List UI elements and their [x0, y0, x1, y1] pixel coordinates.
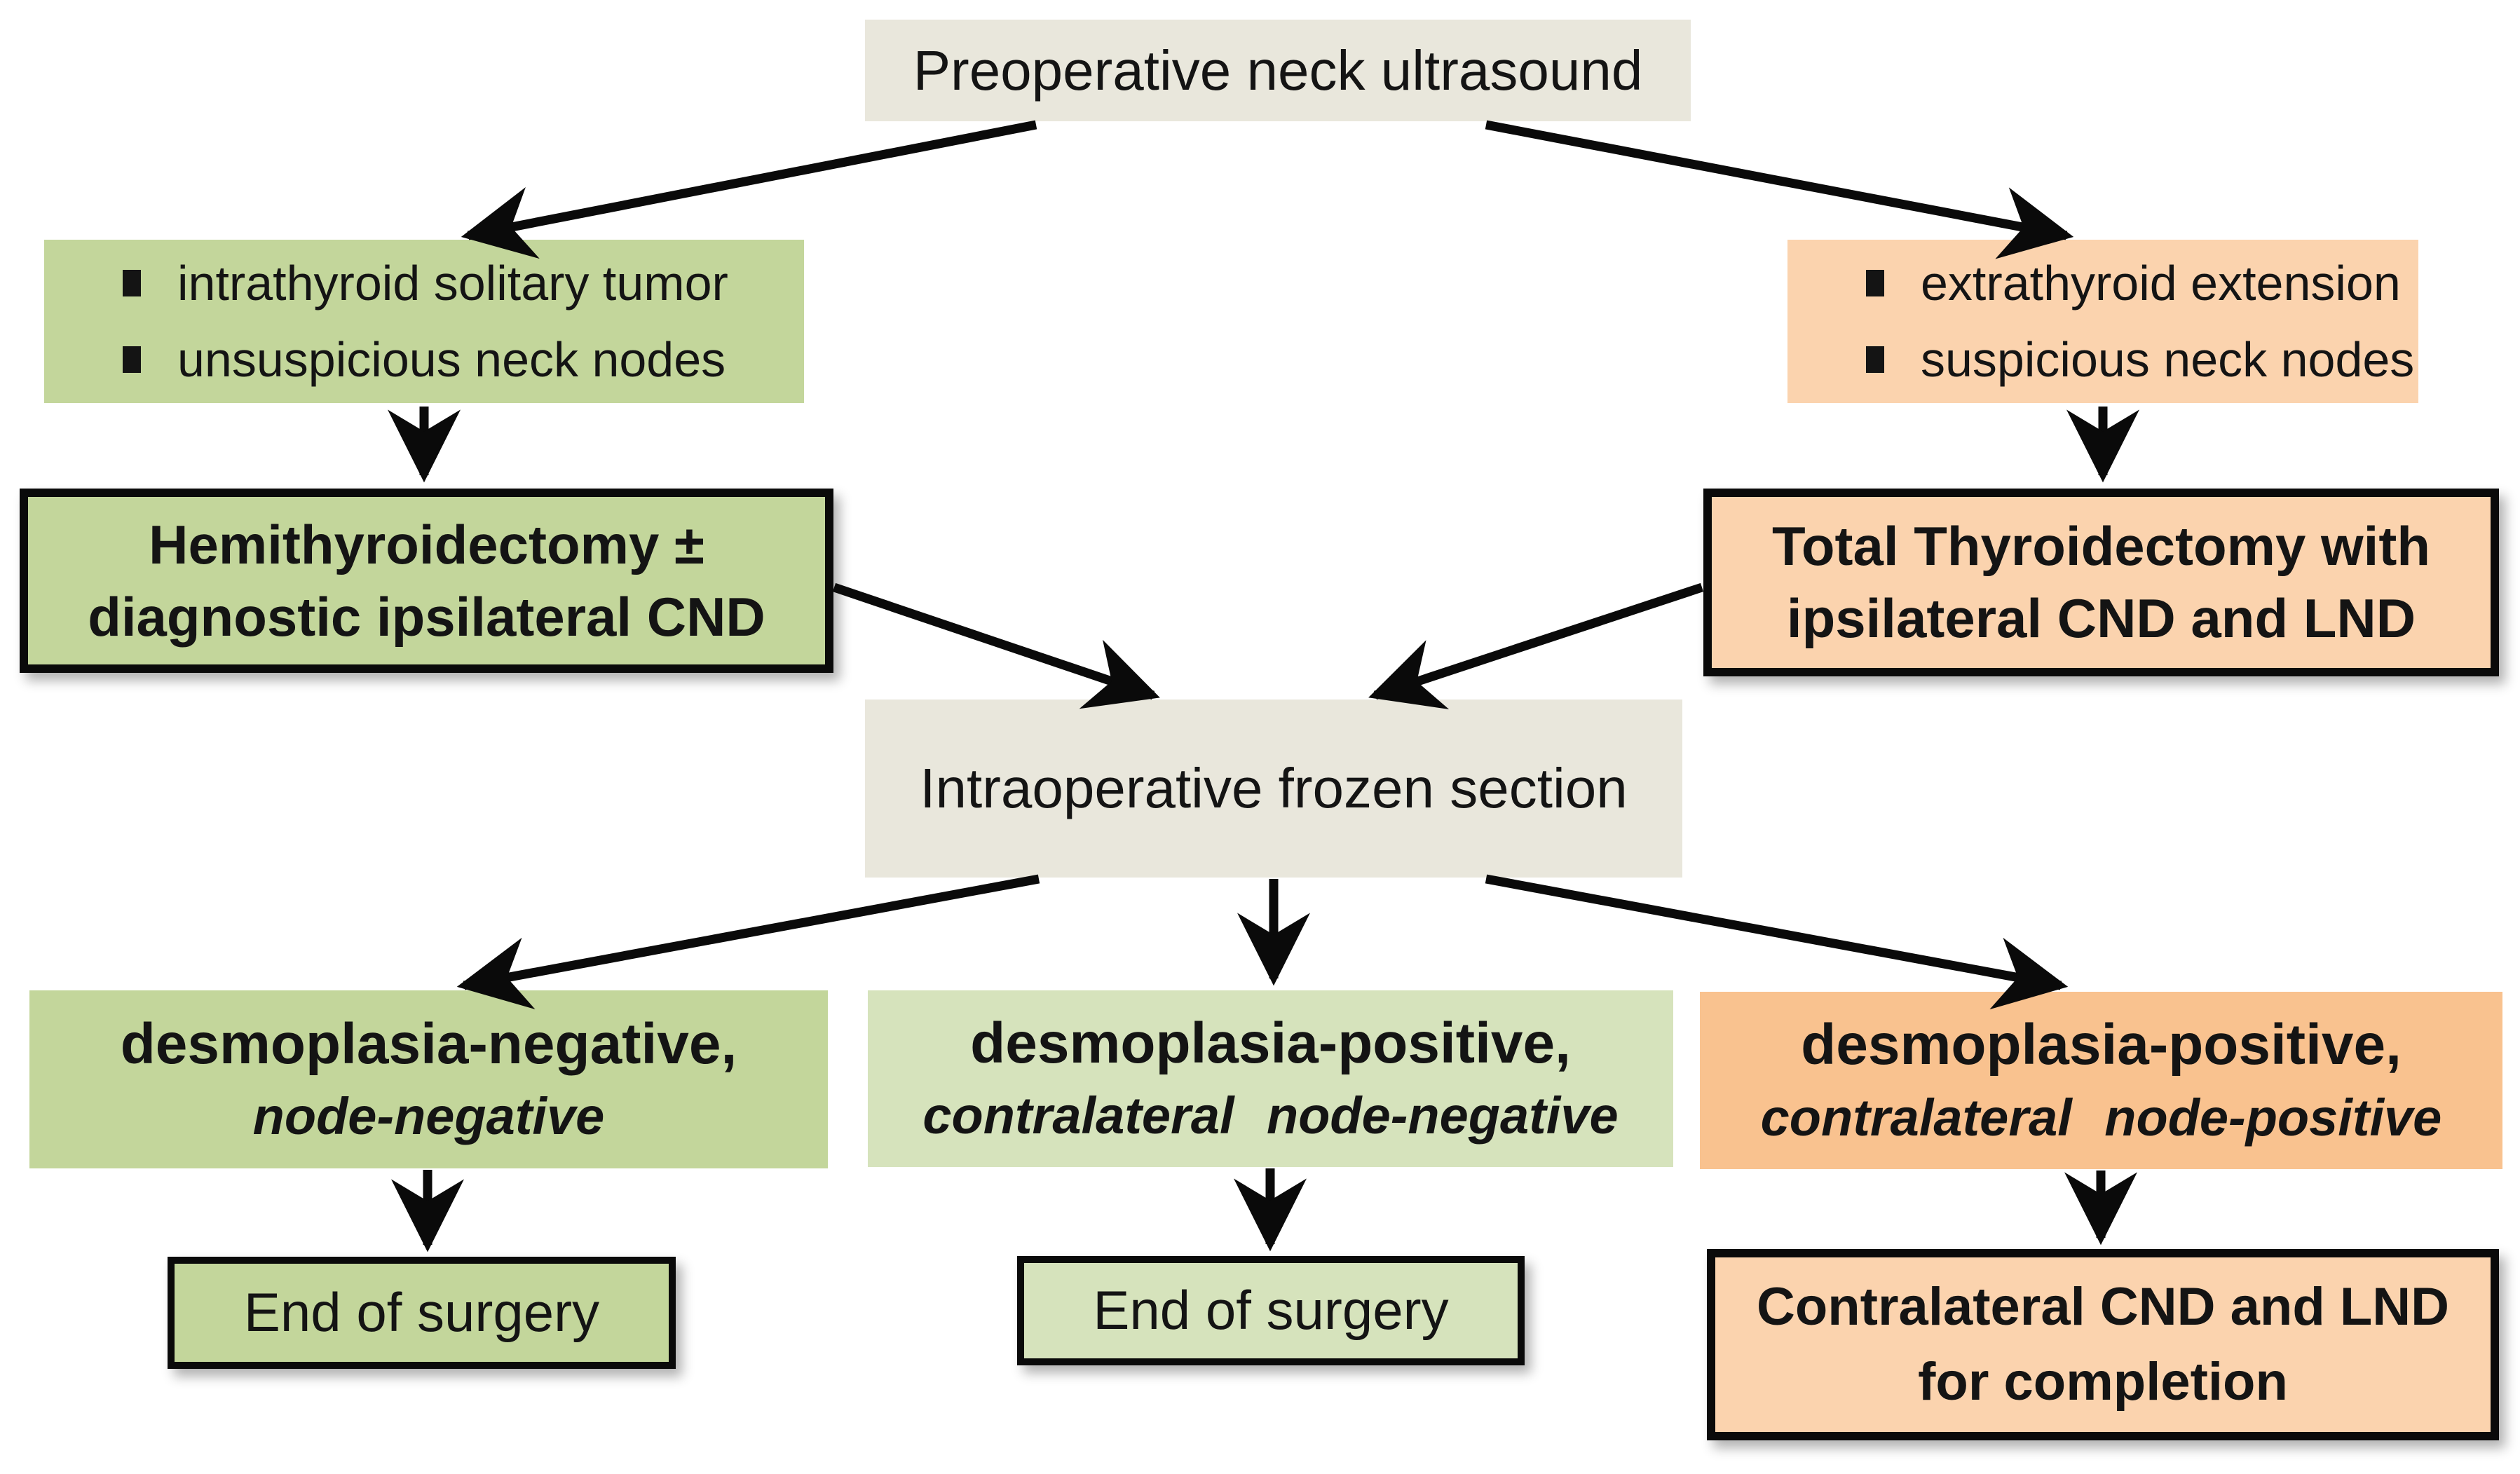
node-contralateral-cnd-lnd-completion: Contralateral CND and LND for completion [1707, 1249, 2499, 1440]
node-label-line1: desmoplasia-positive, [1801, 1013, 2402, 1077]
node-label-line2: diagnostic ipsilateral CND [88, 585, 765, 648]
node-preoperative-neck-ultrasound: Preoperative neck ultrasound [865, 20, 1691, 121]
node-label: End of surgery [1093, 1279, 1449, 1342]
node-hemithyroidectomy: Hemithyroidectomy ± diagnostic ipsilater… [20, 489, 833, 673]
bullet-label: suspicious neck nodes [1921, 332, 2415, 387]
node-right-criteria: extrathyroid extension suspicious neck n… [1787, 240, 2418, 403]
bullet-item: unsuspicious neck nodes [123, 322, 726, 398]
node-label: End of surgery [243, 1281, 600, 1344]
node-end-of-surgery-middle: End of surgery [1017, 1256, 1525, 1365]
node-label-line2: contralateral node-negative [922, 1086, 1619, 1145]
node-label: Preoperative neck ultrasound [913, 39, 1643, 102]
bullet-item: suspicious neck nodes [1866, 322, 2414, 398]
node-desmoplasia-positive-node-positive: desmoplasia-positive, contralateral node… [1700, 992, 2502, 1169]
node-intraoperative-frozen-section: Intraoperative frozen section [865, 700, 1682, 878]
arrow-preop-to-left-criteria [461, 120, 1037, 259]
bullet-label: intrathyroid solitary tumor [177, 256, 728, 311]
node-label: Intraoperative frozen section [920, 757, 1628, 819]
bullet-item: extrathyroid extension [1866, 245, 2401, 322]
node-label-line1: Contralateral CND and LND [1756, 1277, 2450, 1337]
bullet-square-icon [123, 346, 141, 373]
arrow-total-thyroidectomy-to-frozen-section [1368, 582, 1704, 710]
arrow-frozen-to-desmoplasia-negative [456, 874, 1040, 1010]
node-left-criteria: intrathyroid solitary tumor unsuspicious… [44, 240, 804, 403]
bullet-square-icon [1866, 270, 1884, 297]
arrow-preop-to-right-criteria [1485, 120, 2074, 259]
node-desmoplasia-positive-node-negative: desmoplasia-positive, contralateral node… [868, 990, 1673, 1167]
bullet-item: intrathyroid solitary tumor [123, 245, 728, 322]
node-label-line2: contralateral node-positive [1760, 1088, 2442, 1147]
arrow-hemithyroidectomy-to-frozen-section [832, 582, 1160, 709]
node-label-line1: Hemithyroidectomy ± [149, 513, 704, 575]
arrow-frozen-to-desmoplasia-positive-node-positive [1485, 874, 2069, 1010]
bullet-square-icon [1866, 346, 1884, 373]
node-end-of-surgery-left: End of surgery [168, 1257, 676, 1369]
node-label-line2: for completion [1918, 1351, 2288, 1412]
bullet-label: extrathyroid extension [1921, 256, 2401, 311]
bullet-label: unsuspicious neck nodes [177, 332, 726, 387]
node-label-line2: ipsilateral CND and LND [1786, 587, 2416, 649]
bullet-square-icon [123, 270, 141, 297]
node-total-thyroidectomy: Total Thyroidectomy with ipsilateral CND… [1703, 489, 2499, 676]
node-desmoplasia-negative: desmoplasia-negative, node-negative [29, 990, 828, 1168]
node-label-line2: node-negative [252, 1087, 605, 1146]
node-label-line1: desmoplasia-negative, [120, 1011, 737, 1076]
node-label-line1: Total Thyroidectomy with [1772, 515, 2430, 578]
node-label-line1: desmoplasia-positive, [970, 1011, 1571, 1075]
